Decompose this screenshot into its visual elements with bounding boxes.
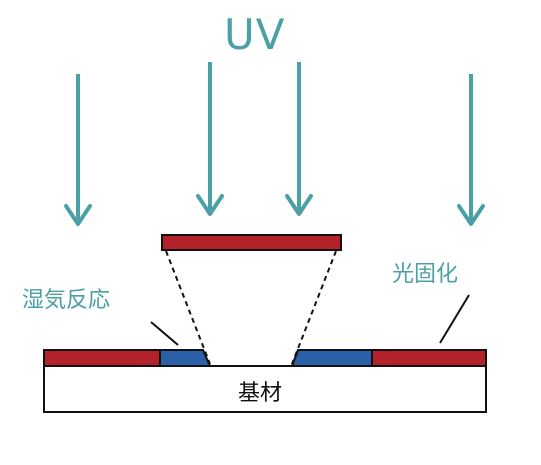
uv-arrows <box>64 62 485 226</box>
uv-arrow-2 <box>196 62 224 216</box>
moisture-cured-layer-left <box>159 349 211 367</box>
shadow-line-right <box>291 250 337 365</box>
label-moisture-reaction: 湿気反応 <box>22 288 111 313</box>
uv-arrow-4 <box>457 74 485 226</box>
uv-title: UV <box>224 10 286 59</box>
photo-cured-layer-right <box>371 349 487 367</box>
uv-arrow-1 <box>64 74 92 226</box>
photo-cured-layer-left <box>43 349 161 367</box>
shadow-line-left <box>165 250 211 365</box>
uv-arrow-3 <box>285 62 313 216</box>
leader-line-photocure <box>439 294 470 344</box>
label-photo-cure: 光固化 <box>392 262 459 287</box>
moisture-cured-layer-right <box>291 349 373 367</box>
label-substrate: 基材 <box>238 381 283 406</box>
photomask <box>161 234 342 251</box>
leader-line-moisture <box>150 321 179 346</box>
substrate <box>43 365 487 413</box>
